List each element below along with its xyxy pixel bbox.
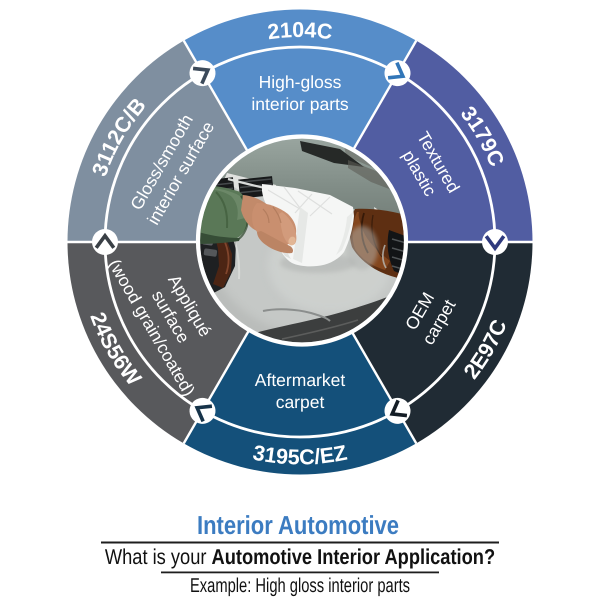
svg-text:What is your Automotive Interi: What is your Automotive Interior Applica… [105,545,495,569]
svg-text:interior parts: interior parts [251,94,349,114]
svg-text:Aftermarket: Aftermarket [255,370,346,390]
svg-text:Example: High gloss interior p: Example: High gloss interior parts [190,575,410,597]
svg-text:2104C: 2104C [266,18,334,44]
svg-text:carpet: carpet [276,392,325,412]
svg-text:Interior Automotive: Interior Automotive [197,510,399,540]
svg-text:High-gloss: High-gloss [259,72,342,92]
